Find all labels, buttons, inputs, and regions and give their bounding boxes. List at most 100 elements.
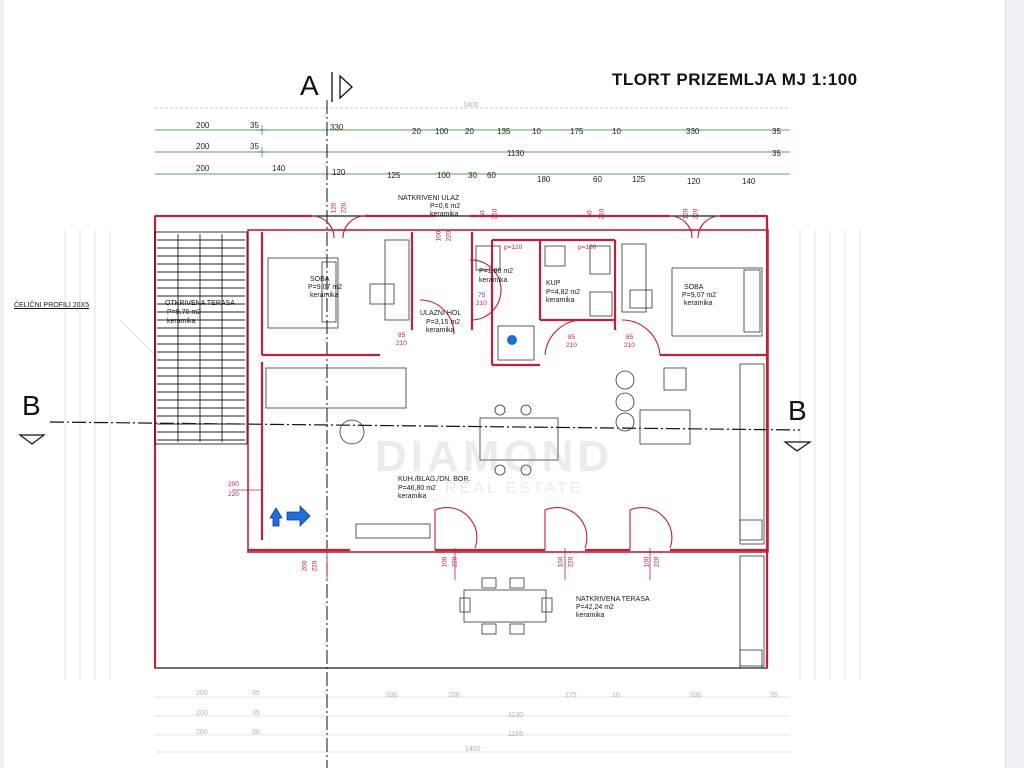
room-kup-name: KUP — [546, 280, 561, 287]
room-natkriveni-ulaz-floor: keramika — [430, 211, 459, 218]
opening-west200: 200 — [228, 481, 239, 488]
room-otkrivena-terasa-area: P=9,70 m2 — [167, 309, 202, 316]
opening-d1: 120 — [330, 202, 338, 214]
opening-hol75: 75 — [478, 292, 486, 299]
section-a-arrow — [339, 74, 353, 100]
room-soba-left-floor: keramika — [310, 292, 339, 299]
opening-d2: 100 — [435, 230, 443, 242]
open-terrace-grid — [154, 231, 248, 445]
dim-r1-0: 200 — [196, 121, 210, 130]
top-dimension-lines — [155, 129, 790, 175]
viewer-scrollbar-track[interactable] — [1005, 0, 1024, 768]
dim-r1-8: 175 — [570, 127, 584, 136]
dim-r1-3: 20 — [412, 127, 421, 136]
dim-b1-6: 330 — [690, 692, 702, 699]
opening-hol85: 85 — [398, 332, 406, 339]
room-kuhinja-name: KUH./BLAG./DN. BOR. — [398, 476, 471, 483]
dim-r3-2: 120 — [332, 168, 346, 177]
section-b-right-arrow — [783, 441, 812, 452]
dim-r1-7: 10 — [532, 127, 541, 136]
section-b-left-arrow — [18, 434, 46, 445]
opening-s220: 220 — [311, 560, 319, 572]
opening-kup85a: 85 — [568, 334, 576, 341]
dim-b2-0: 200 — [196, 710, 208, 717]
left-edge — [0, 0, 4, 768]
opening-kup85b: 85 — [626, 334, 634, 341]
opening-s100a: 100 — [441, 556, 449, 568]
dim-b2-1: 35 — [252, 710, 260, 717]
room-natkrivena-terasa-name: NATKRIVENA TERASA — [576, 596, 650, 603]
room-otkrivena-terasa-floor: keramika — [167, 318, 196, 325]
room-soba-right-area: P=9,07 m2 — [682, 292, 717, 299]
dim-r1-2: 330 — [330, 123, 344, 132]
room-wc-area: P=1,80 m2 — [479, 268, 514, 275]
dim-r3-7: 180 — [537, 175, 551, 184]
dim-r2-1: 35 — [250, 142, 259, 151]
opening-d4b: 210 — [598, 208, 606, 220]
room-ulazni-hol-name: ULAZNI HOL — [420, 310, 462, 317]
dim-r1-11: 35 — [772, 127, 781, 136]
section-b-label-left: B — [22, 390, 41, 421]
room-natkrivena-terasa-floor: keramika — [576, 612, 605, 619]
room-soba-left-area: P=9,07 m2 — [308, 284, 343, 291]
opening-d1b: 220 — [340, 202, 348, 214]
dim-r3-5: 30 — [468, 171, 477, 180]
section-b-label-right: B — [788, 395, 807, 426]
dim-r2-0: 200 — [196, 142, 210, 151]
opening-kup210b: 210 — [624, 342, 635, 349]
room-ulazni-hol-area: P=3,15 m2 — [426, 319, 461, 326]
dim-r3-10: 120 — [687, 177, 701, 186]
drain-icon — [507, 335, 517, 345]
dim-b2-2: 1130 — [508, 712, 524, 719]
dim-b3-1: 30 — [252, 729, 260, 736]
room-soba-right-floor: keramika — [684, 300, 713, 307]
note-steel-profiles: ČELIČNI PROFILI 20X5 — [14, 302, 90, 309]
dim-r3-9: 125 — [632, 175, 646, 184]
dim-r3-11: 140 — [742, 177, 756, 186]
dim-b1-2: 330 — [386, 692, 398, 699]
room-natkrivena-terasa-area: P=42,24 m2 — [576, 604, 614, 611]
dim-b1-3: 100 — [448, 692, 460, 699]
dim-r1-1: 35 — [250, 121, 259, 130]
opening-s220a: 220 — [451, 556, 459, 568]
dim-b1-4: 175 — [565, 692, 577, 699]
room-natkriveni-ulaz-name: NATKRIVENI ULAZ — [398, 195, 460, 202]
dim-r1-5: 20 — [465, 127, 474, 136]
opening-d5: 120 — [682, 208, 690, 220]
dim-r3-4: 100 — [437, 171, 451, 180]
dim-r3-8: 60 — [593, 175, 602, 184]
dim-r3-1: 140 — [272, 164, 286, 173]
dim-r2-2: 1130 — [507, 149, 525, 158]
dim-b3-0: 200 — [196, 729, 208, 736]
opening-hol210b: 210 — [476, 300, 487, 307]
door-arcs — [311, 215, 721, 550]
opening-s220c: 220 — [653, 556, 661, 568]
dim-r1-9: 10 — [612, 127, 621, 136]
room-wc-floor: keramika — [479, 277, 508, 284]
opening-d4: 60 — [586, 210, 594, 218]
room-soba-left-name: SOBA — [310, 276, 330, 283]
dim-b1-5: 10 — [612, 692, 620, 699]
drawing-title: TLORT PRIZEMLJA MJ 1:100 — [612, 70, 858, 89]
opening-s100b: 100 — [557, 556, 565, 568]
opening-s220b: 220 — [567, 556, 575, 568]
dim-b1-7: 35 — [770, 692, 778, 699]
room-kuhinja-area: P=46,80 m2 — [398, 485, 436, 492]
dim-b1-0: 200 — [196, 690, 208, 697]
opening-s200: 200 — [301, 560, 309, 572]
dim-r1-6: 135 — [497, 127, 511, 136]
opening-d5b: 220 — [692, 208, 700, 220]
opening-kup210a: 210 — [566, 342, 577, 349]
room-kup-floor: keramika — [546, 297, 575, 304]
room-natkriveni-ulaz-area: P=0,6 m2 — [430, 203, 461, 210]
dim-r3-3: 125 — [387, 171, 401, 180]
opening-p100: p=100 — [578, 244, 597, 251]
watermark-brand: DIAMOND — [375, 432, 614, 481]
section-a-label: A — [300, 70, 319, 101]
dim-r1-10: 330 — [686, 127, 700, 136]
opening-d3b: 210 — [491, 208, 499, 220]
dim-overall-top: 1400 — [463, 102, 479, 109]
opening-hol210: 210 — [396, 340, 407, 347]
dim-overall-bottom: 1400 — [465, 746, 481, 753]
